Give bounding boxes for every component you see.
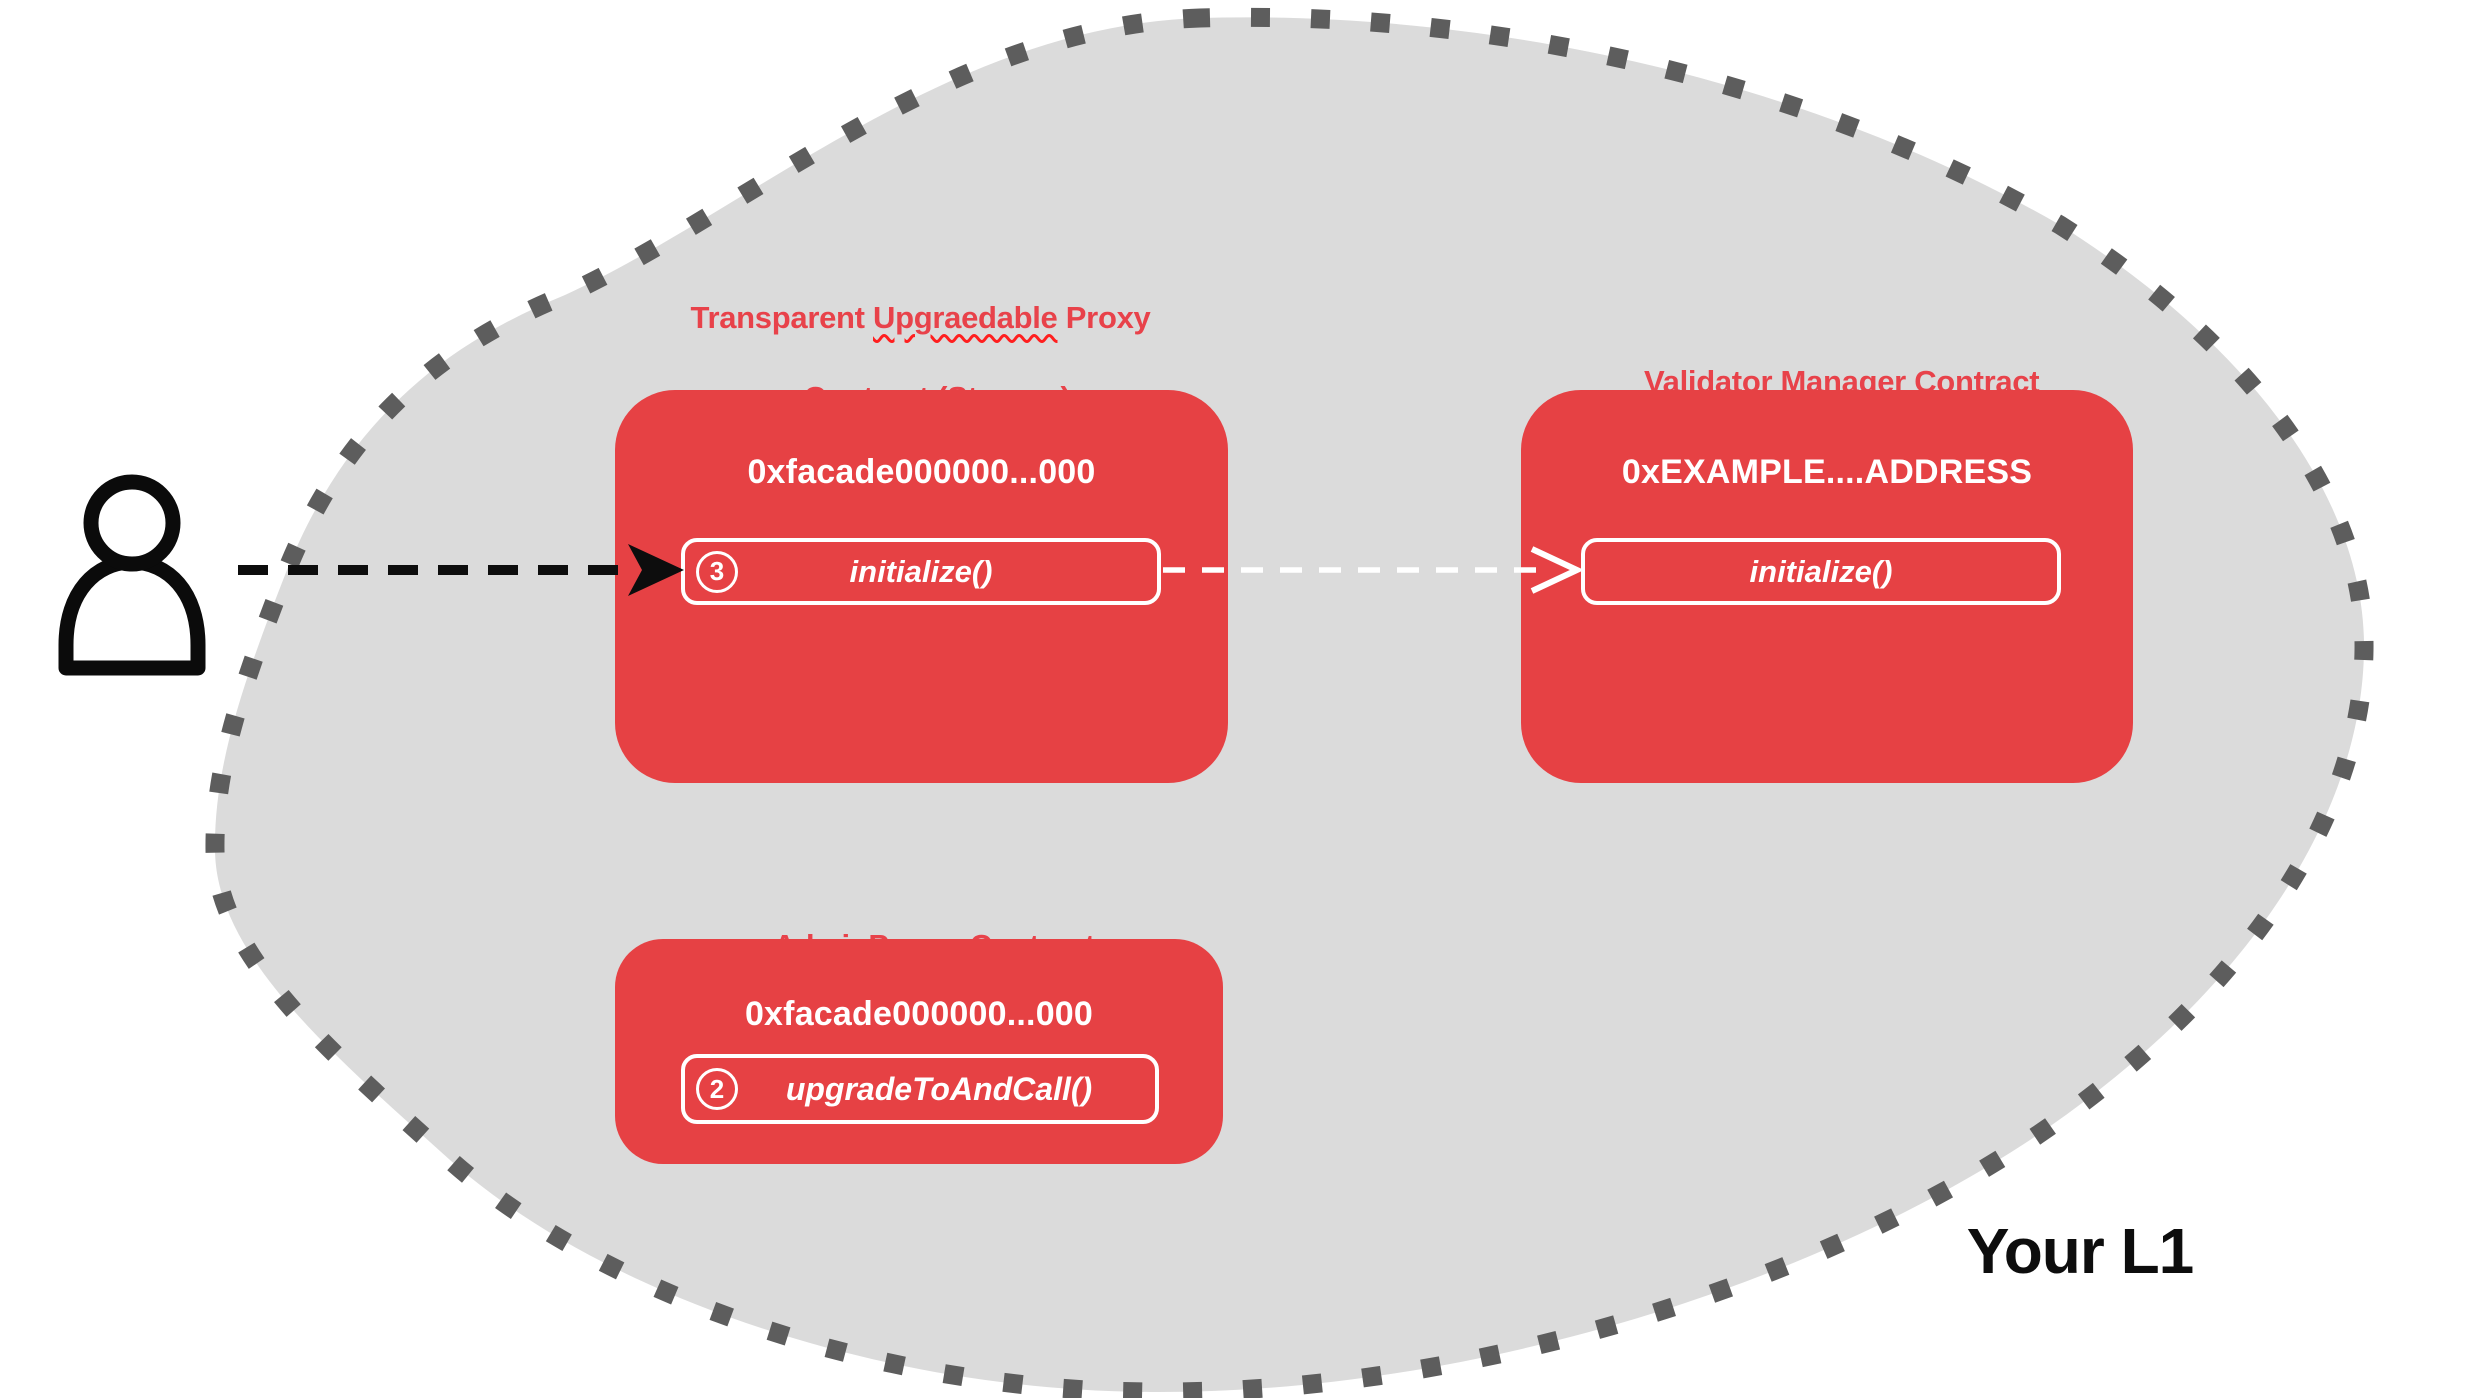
upgrade-to-and-call-label: upgradeToAndCall() — [785, 1070, 1093, 1107]
proxy-initialize-button: 3 initialize() — [681, 538, 1161, 605]
proxy-contract-address: 0xfacade000000...000 — [747, 453, 1096, 491]
proxy-title-text: Transparent — [690, 300, 873, 335]
admin-proxy-contract-box: 0xfacade000000...000 2 upgradeToAndCall(… — [615, 939, 1223, 1164]
l1-region-label: Your L1 — [1966, 1215, 2195, 1287]
validator-manager-initialize-label: initialize() — [1749, 553, 1893, 589]
step-3-badge: 3 — [696, 550, 738, 593]
proxy-initialize-label: initialize() — [849, 553, 993, 589]
validator-manager-initialize-button: initialize() — [1581, 538, 2061, 605]
admin-proxy-address: 0xfacade000000...000 — [744, 995, 1094, 1033]
validator-manager-address: 0xEXAMPLE....ADDRESS — [1621, 453, 2033, 491]
proxy-contract-box: 0xfacade000000...000 3 initialize() — [615, 390, 1228, 783]
person-icon — [58, 474, 206, 676]
upgrade-to-and-call-button: 2 upgradeToAndCall() — [681, 1054, 1159, 1124]
step-2-badge: 2 — [696, 1068, 738, 1110]
validator-manager-contract-box: 0xEXAMPLE....ADDRESS initialize() — [1521, 390, 2133, 783]
proxy-title-text-2: Proxy — [1057, 300, 1151, 335]
misspelled-word-squiggle: Upgraedable — [873, 300, 1058, 335]
